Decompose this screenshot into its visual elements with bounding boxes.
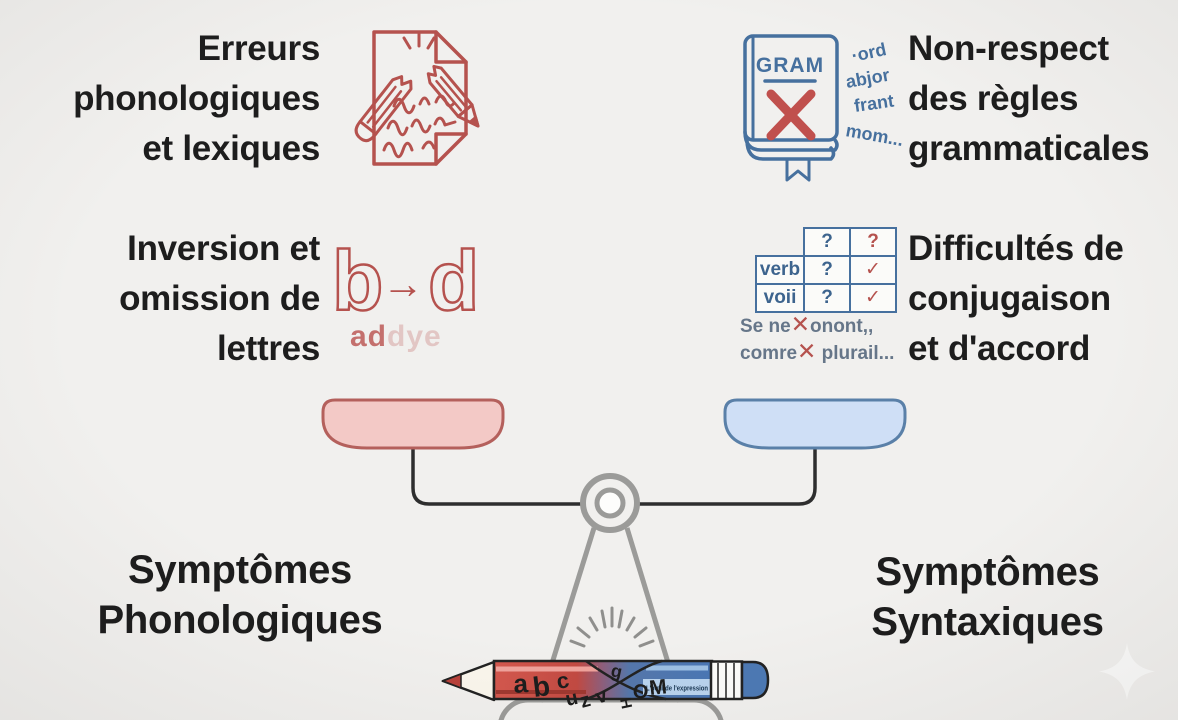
label-line: et lexiques — [142, 129, 320, 168]
label-line: phonologiques — [73, 79, 320, 118]
scale-pivot-hole — [594, 487, 626, 519]
broken-pencils-document-icon — [354, 30, 480, 166]
gradient-pencil-icon: L'outil de l'expression a b c u z v g H … — [440, 659, 770, 713]
omission-word: addye — [350, 320, 442, 354]
floating-words: ·ord abjor frant mom... — [844, 39, 905, 150]
table-row: verb ? ✓ — [755, 255, 897, 285]
caption-line-1: Se ne✕onont,, — [740, 312, 894, 339]
svg-text:g: g — [609, 660, 624, 682]
caption-text: plurail... — [816, 343, 895, 364]
table-cell-label: voii — [755, 283, 805, 313]
break-spark — [402, 32, 436, 50]
label-line: Symptômes — [127, 548, 353, 592]
stand-base — [498, 697, 724, 720]
caption-text: Se ne — [740, 316, 791, 337]
label-line: lettres — [217, 329, 320, 368]
reversal-arrow: → — [382, 260, 424, 307]
pencil-label-text: L'outil de l'expression — [646, 684, 708, 693]
sunburst-rays — [569, 606, 655, 648]
caption-text: onont,, — [809, 316, 874, 337]
svg-text:frant: frant — [853, 91, 895, 116]
table-cell-question: ? — [803, 255, 851, 285]
book-bookmark — [785, 157, 811, 182]
letter-b-outline: b — [332, 240, 383, 325]
table-cell-label: verb — [755, 255, 805, 285]
scribble-lines — [382, 94, 457, 159]
pencil-eraser — [740, 660, 770, 700]
svg-text:M: M — [648, 675, 668, 700]
book-title-text: GRAM — [756, 54, 824, 77]
pencil-left-half — [354, 75, 413, 143]
table-cell-question-red: ? — [849, 227, 897, 257]
caption-line-2: comre✕ plurail... — [740, 339, 894, 366]
svg-text:c: c — [555, 667, 571, 694]
error-x-icon: ✕ — [797, 338, 817, 364]
svg-text:abjor: abjor — [844, 65, 891, 92]
table-cell-empty — [756, 228, 804, 256]
table-cell-check: ✓ — [849, 255, 897, 285]
label-symptomes-syntaxiques: Symptômes Syntaxiques — [810, 547, 1165, 647]
svg-text:u: u — [563, 687, 580, 711]
svg-text:a: a — [512, 668, 529, 699]
letter-d-outline: d — [428, 240, 479, 325]
label-line: Non-respect — [908, 29, 1109, 68]
pencil-lead — [440, 672, 462, 690]
pencil-label-band — [643, 679, 711, 695]
caption-text: comre — [740, 343, 798, 364]
grammar-book-icon: GRAM ·ord abjor frant mom... — [743, 34, 905, 182]
word-solid-part: ad — [350, 320, 388, 353]
label-mid-left: Inversion et omission de lettres — [0, 224, 320, 374]
book-cover — [743, 34, 839, 142]
label-line: omission de — [119, 279, 320, 318]
table-cell-question: ? — [803, 227, 851, 257]
pencil-scattered-letters: a b c u z v g H O M — [512, 660, 668, 712]
svg-text:mom...: mom... — [844, 120, 905, 150]
label-line: Phonologiques — [97, 598, 383, 642]
svg-text:H: H — [616, 696, 635, 710]
letter-reversal-icon: b → d — [331, 240, 481, 325]
label-line: Syntaxiques — [871, 600, 1104, 644]
label-line: et d'accord — [908, 329, 1091, 368]
label-symptomes-phonologiques: Symptômes Phonologiques — [55, 545, 425, 645]
scale-pan-left-red — [321, 398, 505, 450]
label-mid-right: Difficultés de conjugaison et d'accord — [908, 224, 1178, 374]
error-x-icon: ✕ — [790, 311, 810, 337]
svg-text:·ord: ·ord — [850, 39, 888, 66]
label-top-right: Non-respect des règles grammaticales — [908, 24, 1178, 174]
pencil-twist-crease-1 — [585, 659, 667, 701]
document-fold-top — [434, 30, 468, 64]
scale-pan-right-blue — [723, 398, 907, 450]
label-line: des règles — [908, 79, 1079, 118]
label-line: Erreurs — [197, 29, 321, 68]
book-pages-2 — [745, 138, 836, 161]
pencil-right-half — [426, 64, 480, 128]
label-line: Difficultés de — [908, 229, 1124, 268]
label-line: Inversion et — [127, 229, 320, 268]
svg-text:b: b — [531, 670, 552, 703]
pencil-twist-crease-2 — [585, 659, 663, 701]
table-cell-check: ✓ — [849, 283, 897, 313]
red-x-mark — [766, 89, 816, 141]
svg-text:O: O — [631, 680, 649, 704]
table-cell-question: ? — [803, 283, 851, 313]
document-fold-bottom — [434, 132, 468, 166]
label-top-left: Erreurs phonologiques et lexiques — [0, 24, 320, 174]
table-row: ? ? — [756, 227, 897, 257]
pencil-ferrule-rings — [717, 663, 735, 698]
label-line: Symptômes — [875, 550, 1100, 594]
sparkle-icon — [1099, 643, 1155, 700]
table-caption: Se ne✕onont,, comre✕ plurail... — [740, 312, 894, 366]
label-line: conjugaison — [908, 279, 1111, 318]
conjugation-table-icon: ? ? verb ? ✓ voii ? ✓ — [755, 227, 897, 313]
label-line: grammaticales — [908, 129, 1150, 168]
table-row: voii ? ✓ — [755, 283, 897, 313]
word-faded-part: dye — [387, 320, 442, 353]
